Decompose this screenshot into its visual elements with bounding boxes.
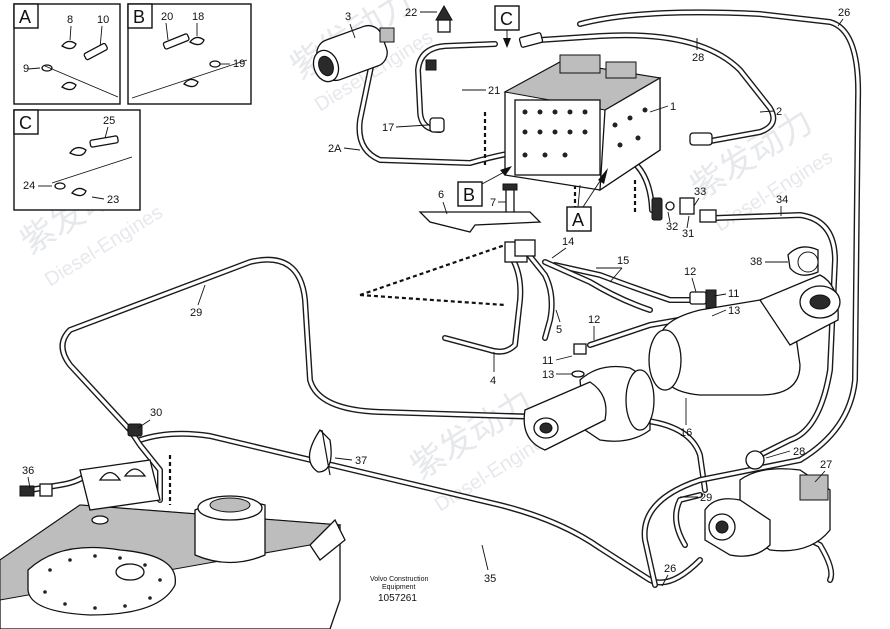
callout-29-right: 29 [700,492,712,504]
callout-11-right: 11 [728,288,739,300]
callout-4: 4 [490,375,496,387]
callout-1: 1 [670,101,676,113]
callouts: 3 22 21 17 2A 1 28 2 26 6 7 32 33 31 34 … [22,7,850,587]
inset-letter: A [19,7,31,27]
steering-cylinders [523,274,841,451]
callout-23: 23 [107,194,119,206]
clamp-part [61,40,77,50]
callout-5: 5 [556,324,562,336]
callout-24: 24 [23,180,35,192]
callout-25: 25 [103,115,115,127]
callout-2a: 2A [328,143,342,155]
control-valve-block [503,54,662,192]
hydraulic-tank [0,459,346,629]
callout-16: 16 [680,427,692,439]
callout-28-top: 28 [692,52,704,64]
cable-tie [308,428,332,476]
callout-8: 8 [67,14,73,26]
callout-36: 36 [22,465,34,477]
callout-6: 6 [438,189,444,201]
callout-21: 21 [488,85,500,97]
callout-3: 3 [345,11,351,23]
inset-b: B 20 18 19 [127,3,252,105]
hydraulic-pipes [27,9,862,588]
callout-2: 2 [776,106,782,118]
callout-29-left: 29 [190,307,202,319]
inset-letter-box [13,3,39,29]
callout-31: 31 [682,228,694,240]
inset-letter: C [19,113,32,133]
flag-c-box [494,5,520,31]
fittings [19,4,717,497]
callout-12-center: 12 [588,314,600,326]
flag-b-box [457,181,483,207]
callout-11-center: 11 [542,355,553,367]
callout-32: 32 [666,221,678,233]
callout-33: 33 [694,186,706,198]
callout-9: 9 [23,63,29,75]
callout-38: 38 [750,256,762,268]
callout-26-top: 26 [838,7,850,19]
callout-14: 14 [562,236,574,248]
callout-26-bottom: 26 [664,563,676,575]
callout-22: 22 [405,7,417,19]
flag-a-box [566,206,592,232]
nut-part [61,81,77,91]
accumulator [312,24,395,83]
callout-34: 34 [776,194,788,206]
hydraulic-pump [704,450,831,557]
callout-13-center: 13 [542,369,554,381]
flag-a-letter: A [572,210,584,230]
inset-letter-box [13,109,39,135]
clamp-part [189,36,205,46]
screw-part [89,135,119,148]
washer-part [54,182,66,190]
nut-part [183,78,199,88]
view-flags: C B A [457,5,608,232]
washer-part [41,64,53,72]
inset-letter: B [133,7,145,27]
callout-28-bottom: 28 [793,446,805,458]
washer-part [209,60,221,68]
callout-27: 27 [820,459,832,471]
flag-b-letter: B [463,185,475,205]
nut-part [71,187,87,197]
inset-letter-box [127,3,153,29]
callout-7: 7 [490,197,496,209]
footer-company-sub: Equipment [382,584,416,591]
callout-20: 20 [161,11,173,23]
screw-part [162,33,190,50]
drawing-number: 1057261 [378,593,417,604]
inset-c: C 25 24 23 [13,109,141,211]
inset-a: A 8 10 9 [13,3,121,105]
hose-clamp [787,246,819,276]
callout-19: 19 [233,58,245,70]
footer-company: Volvo Construction [370,576,428,583]
clamp-part [69,146,87,157]
callout-17: 17 [382,122,394,134]
callout-13-right: 13 [728,305,740,317]
assembly-guide-lines [168,112,637,505]
callout-18: 18 [192,11,204,23]
callout-37: 37 [355,455,367,467]
flag-c-letter: C [500,9,513,29]
callout-30: 30 [150,407,162,419]
drawing-footer: Volvo Construction Equipment 1057261 [370,576,428,604]
screw-part [83,42,108,61]
callout-12-right: 12 [684,266,696,278]
callout-35: 35 [484,573,496,585]
callout-10: 10 [97,14,109,26]
callout-15: 15 [617,255,629,267]
